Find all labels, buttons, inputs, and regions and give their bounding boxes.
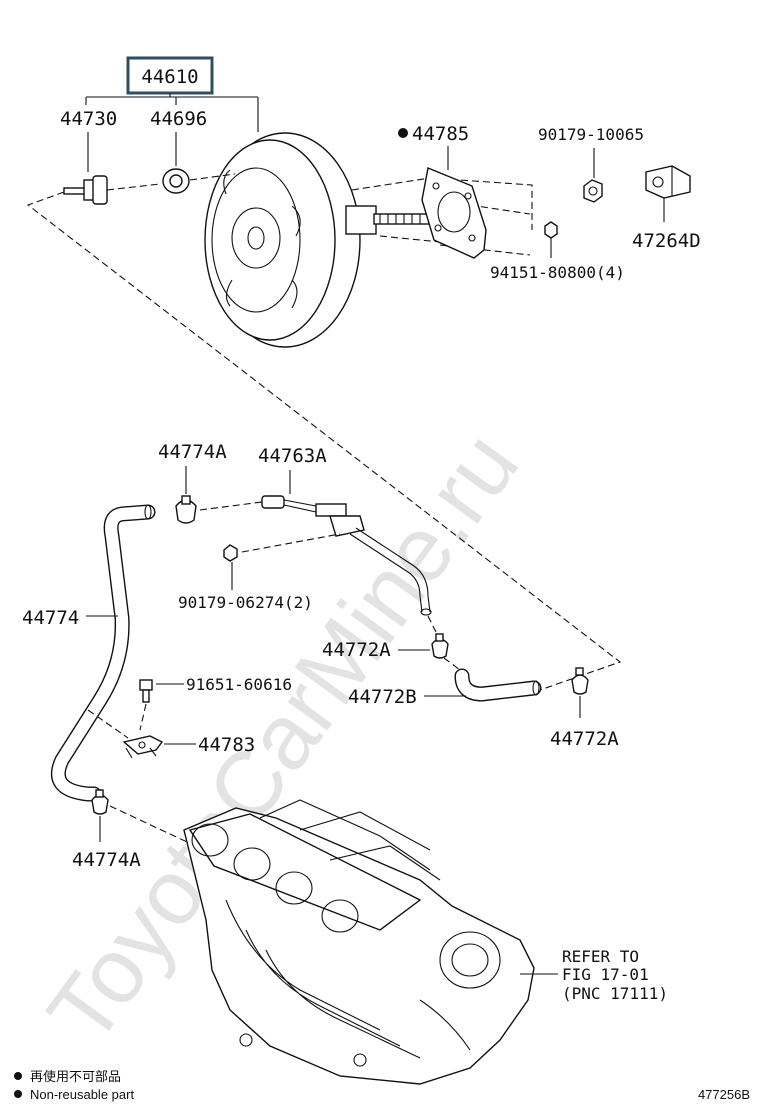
clamp-b-upper-part [431,633,449,659]
label-44785[interactable]: 44785 [412,123,469,145]
dash-clamp-to-hose-b [443,657,461,671]
intake-manifold-part [183,799,535,1085]
bolt-part [139,679,153,703]
gasket-part [421,167,487,259]
label-90179-06274[interactable]: 90179-06274(2) [178,593,313,612]
assembly-bracket-lines [85,93,259,132]
label-44772A-lower[interactable]: 44772A [550,728,619,750]
check-valve-fitting-part [63,175,108,205]
illustration-code: 477256B [698,1087,750,1102]
legend-jp-bullet-icon [14,1072,22,1080]
label-90179-10065[interactable]: 90179-10065 [538,125,644,144]
label-44783[interactable]: 44783 [198,734,255,756]
clevis-part [645,165,691,199]
label-91651-60616[interactable]: 91651-60616 [186,675,292,694]
label-44763A[interactable]: 44763A [258,445,327,467]
tube-part [261,495,432,616]
clamp-top-part [175,495,197,524]
label-44696[interactable]: 44696 [150,108,207,130]
nut-mount-part [544,221,558,239]
dash-nut-to-tube [241,533,341,553]
clamp-bottom-part [91,789,109,815]
label-44772A-upper[interactable]: 44772A [322,639,391,661]
dash-bolt-to-bracket [139,703,147,731]
label-94151-80800[interactable]: 94151-80800(4) [490,263,625,282]
nut-small-part [223,544,238,562]
grommet-part [162,168,190,194]
clamp-b-lower-part [571,667,589,695]
refer-line-3: (PNC 17111) [562,984,668,1003]
alignment-lines-top [106,173,533,256]
label-44774[interactable]: 44774 [22,607,79,629]
label-44730[interactable]: 44730 [60,108,117,130]
hose-b-part [454,668,542,702]
label-44772B[interactable]: 44772B [348,686,417,708]
dash-clamp-to-tube [199,501,263,511]
bracket-part [122,735,164,759]
dash-hose-to-bracket [87,709,129,739]
non-reusable-mark-icon [398,128,408,138]
legend-en-text: Non-reusable part [30,1087,134,1102]
label-44774A-top[interactable]: 44774A [158,441,227,463]
label-47264D[interactable]: 47264D [632,230,701,252]
label-44774A-bottom[interactable]: 44774A [72,849,141,871]
legend-jp-text: 再使用不可部品 [30,1069,121,1084]
vacuum-hose-part [50,504,156,802]
legend-en-bullet-icon [14,1090,22,1098]
refer-line-2[interactable]: FIG 17-01 [562,965,649,984]
brake-booster-part [204,132,435,348]
refer-line-1: REFER TO [562,947,639,966]
lead-lines-44730-44696 [87,132,177,172]
nut-top-part [583,179,603,203]
dash-tube-to-clamp [427,615,437,633]
assembly-label[interactable]: 44610 [126,56,214,95]
assembly-number: 44610 [141,66,198,88]
dash-clamp-to-manifold [109,805,201,849]
